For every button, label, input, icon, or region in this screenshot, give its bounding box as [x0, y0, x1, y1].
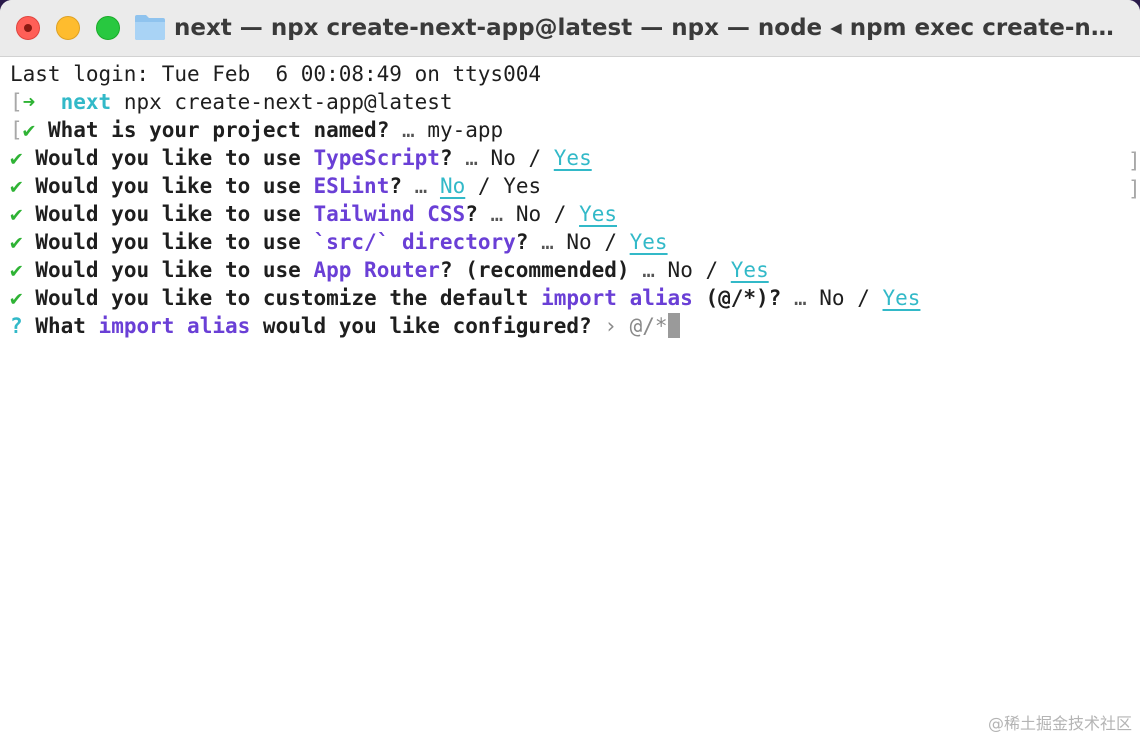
- question-import-alias: ? What import alias would you like confi…: [10, 312, 680, 340]
- option-yes-selected: Yes: [553, 146, 592, 170]
- option-yes: Yes: [503, 174, 542, 198]
- question-src-directory: ✔ Would you like to use `src/` directory…: [10, 230, 668, 254]
- option-no: No: [566, 230, 592, 254]
- title-bar[interactable]: next — npx create-next-app@latest — npx …: [0, 0, 1140, 57]
- watermark: @稀土掘金技术社区: [987, 714, 1132, 733]
- check-icon: ✔: [22, 118, 36, 142]
- alias-input[interactable]: @/*: [629, 314, 668, 338]
- question-project-name: [✔ What is your project named? … my-app: [10, 118, 504, 142]
- question-tailwind: ✔ Would you like to use Tailwind CSS? … …: [10, 202, 617, 226]
- option-yes-selected: Yes: [579, 202, 617, 226]
- prompt-command: npx create-next-app@latest: [123, 90, 453, 114]
- check-icon: ✔: [10, 230, 23, 254]
- zoom-button[interactable]: [96, 16, 120, 40]
- terminal-content[interactable]: Last login: Tue Feb 6 00:08:49 on ttys00…: [0, 59, 1140, 742]
- line-marker-left: [: [10, 118, 23, 142]
- option-yes-selected: Yes: [882, 286, 921, 310]
- check-icon: ✔: [10, 258, 23, 282]
- question-mark-icon: ?: [10, 314, 23, 338]
- question-typescript: ✔ Would you like to use TypeScript? … No…: [10, 146, 592, 170]
- question-app-router: ✔ Would you like to use App Router? (rec…: [10, 258, 769, 282]
- close-button[interactable]: [16, 16, 40, 40]
- option-no: No: [819, 286, 845, 310]
- window-title: next — npx create-next-app@latest — npx …: [174, 15, 1129, 41]
- prompt-line: [➜ next npx create-next-app@latest: [10, 88, 453, 116]
- answer-project-name: my-app: [427, 118, 504, 142]
- option-no-selected: No: [439, 174, 466, 198]
- option-no: No: [667, 258, 693, 282]
- check-icon: ✔: [10, 146, 23, 170]
- option-no: No: [515, 202, 542, 226]
- prompt-arrow-icon: ➜: [22, 90, 36, 114]
- check-icon: ✔: [10, 286, 23, 310]
- check-icon: ✔: [10, 174, 23, 198]
- question-customize-alias: ✔ Would you like to customize the defaul…: [10, 286, 921, 310]
- check-icon: ✔: [10, 202, 23, 226]
- option-yes-selected: Yes: [629, 230, 668, 254]
- question-eslint: ✔ Would you like to use ESLint? … No / Y…: [10, 174, 542, 198]
- option-no: No: [490, 146, 516, 170]
- chevron-right-icon: ›: [604, 314, 617, 338]
- minimize-button[interactable]: [56, 16, 80, 40]
- close-dot-icon: [24, 24, 32, 32]
- prompt-dir: next: [60, 90, 112, 114]
- line-marker-right: ]: [1128, 149, 1140, 173]
- line-marker-left: [: [10, 90, 23, 114]
- last-login-line: Last login: Tue Feb 6 00:08:49 on ttys00…: [10, 60, 541, 88]
- text-cursor: [667, 313, 680, 338]
- line-marker-right: ]: [1128, 177, 1140, 201]
- option-yes-selected: Yes: [730, 258, 769, 282]
- folder-icon: [135, 15, 165, 40]
- last-login-text: Last login: Tue Feb 6 00:08:49 on ttys00…: [10, 62, 542, 86]
